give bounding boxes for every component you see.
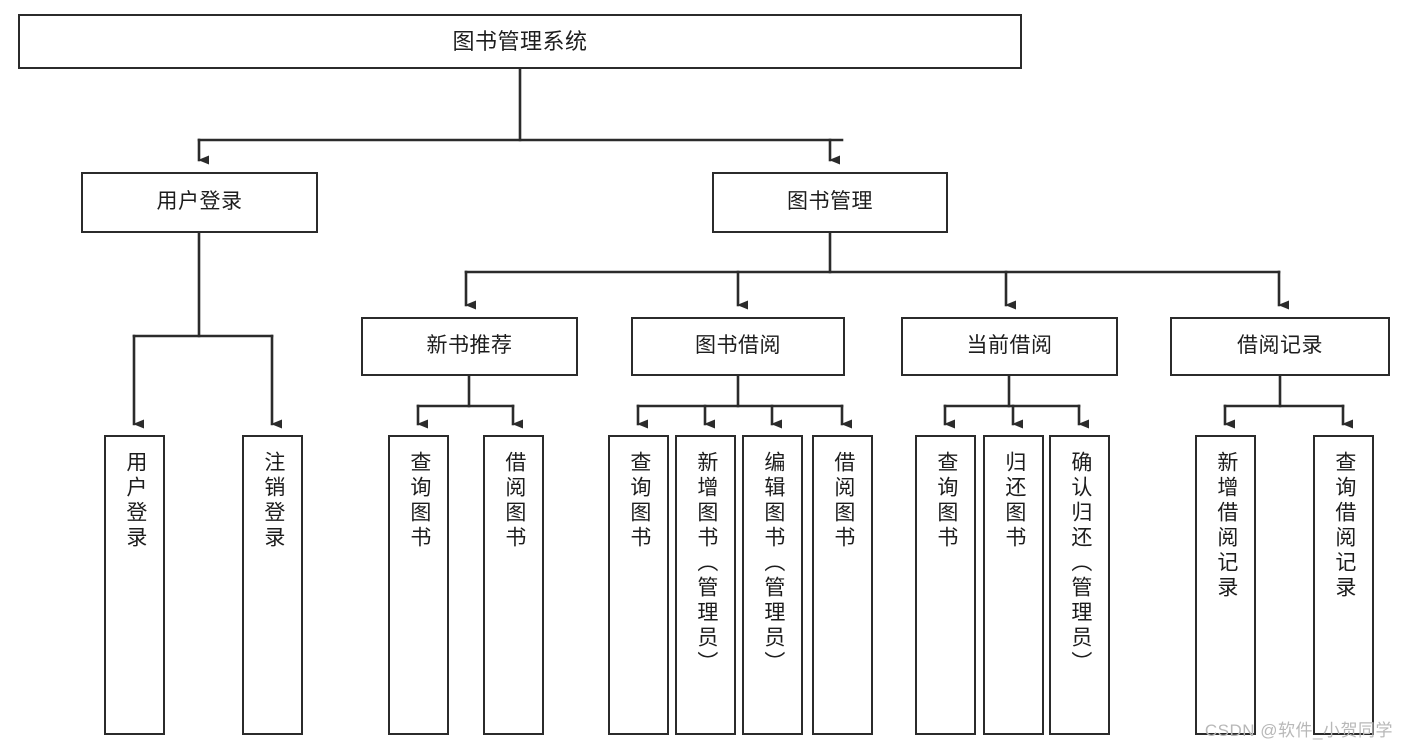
node-leaf-user-login[interactable]: 用户登录 [104, 435, 165, 735]
node-label: 借阅图书 [502, 451, 526, 551]
node-label: 新增借阅记录 [1214, 451, 1238, 601]
node-leaf-return-book[interactable]: 归还图书 [983, 435, 1044, 735]
node-label: 图书借阅 [695, 334, 781, 358]
node-label: 查询借阅记录 [1332, 451, 1356, 601]
node-leaf-user-logout[interactable]: 注销登录 [242, 435, 303, 735]
node-new-book-recommend[interactable]: 新书推荐 [361, 317, 578, 376]
node-book-management[interactable]: 图书管理 [712, 172, 948, 233]
node-label: 确认归还（管理员） [1068, 451, 1092, 676]
node-leaf-query-book-current[interactable]: 查询图书 [915, 435, 976, 735]
node-book-borrow[interactable]: 图书借阅 [631, 317, 845, 376]
node-user-login[interactable]: 用户登录 [81, 172, 318, 233]
node-leaf-add-book[interactable]: 新增图书（管理员） [675, 435, 736, 735]
node-label: 新书推荐 [426, 334, 513, 358]
node-label: 借阅图书 [831, 451, 855, 551]
node-label: 图书管理系统 [452, 28, 588, 54]
node-root-book-management-system[interactable]: 图书管理系统 [18, 14, 1022, 69]
node-label: 查询图书 [407, 451, 431, 551]
node-leaf-borrow-book-recommend[interactable]: 借阅图书 [483, 435, 544, 735]
node-label: 查询图书 [934, 451, 958, 551]
node-leaf-query-borrow-record[interactable]: 查询借阅记录 [1313, 435, 1374, 735]
node-label: 用户登录 [123, 451, 147, 551]
node-current-borrow[interactable]: 当前借阅 [901, 317, 1118, 376]
node-borrow-record[interactable]: 借阅记录 [1170, 317, 1390, 376]
node-label: 用户登录 [156, 190, 243, 214]
node-label: 借阅记录 [1237, 334, 1323, 358]
node-label: 编辑图书（管理员） [761, 451, 785, 676]
node-leaf-edit-book[interactable]: 编辑图书（管理员） [742, 435, 803, 735]
node-label: 当前借阅 [966, 334, 1053, 358]
node-leaf-query-book-recommend[interactable]: 查询图书 [388, 435, 449, 735]
node-label: 注销登录 [261, 451, 285, 551]
node-leaf-confirm-return[interactable]: 确认归还（管理员） [1049, 435, 1110, 735]
node-leaf-query-book-borrow[interactable]: 查询图书 [608, 435, 669, 735]
node-label: 新增图书（管理员） [694, 451, 718, 676]
node-leaf-add-borrow-record[interactable]: 新增借阅记录 [1195, 435, 1256, 735]
node-label: 图书管理 [787, 190, 873, 214]
node-leaf-borrow-book[interactable]: 借阅图书 [812, 435, 873, 735]
node-label: 归还图书 [1002, 451, 1026, 551]
node-label: 查询图书 [627, 451, 651, 551]
